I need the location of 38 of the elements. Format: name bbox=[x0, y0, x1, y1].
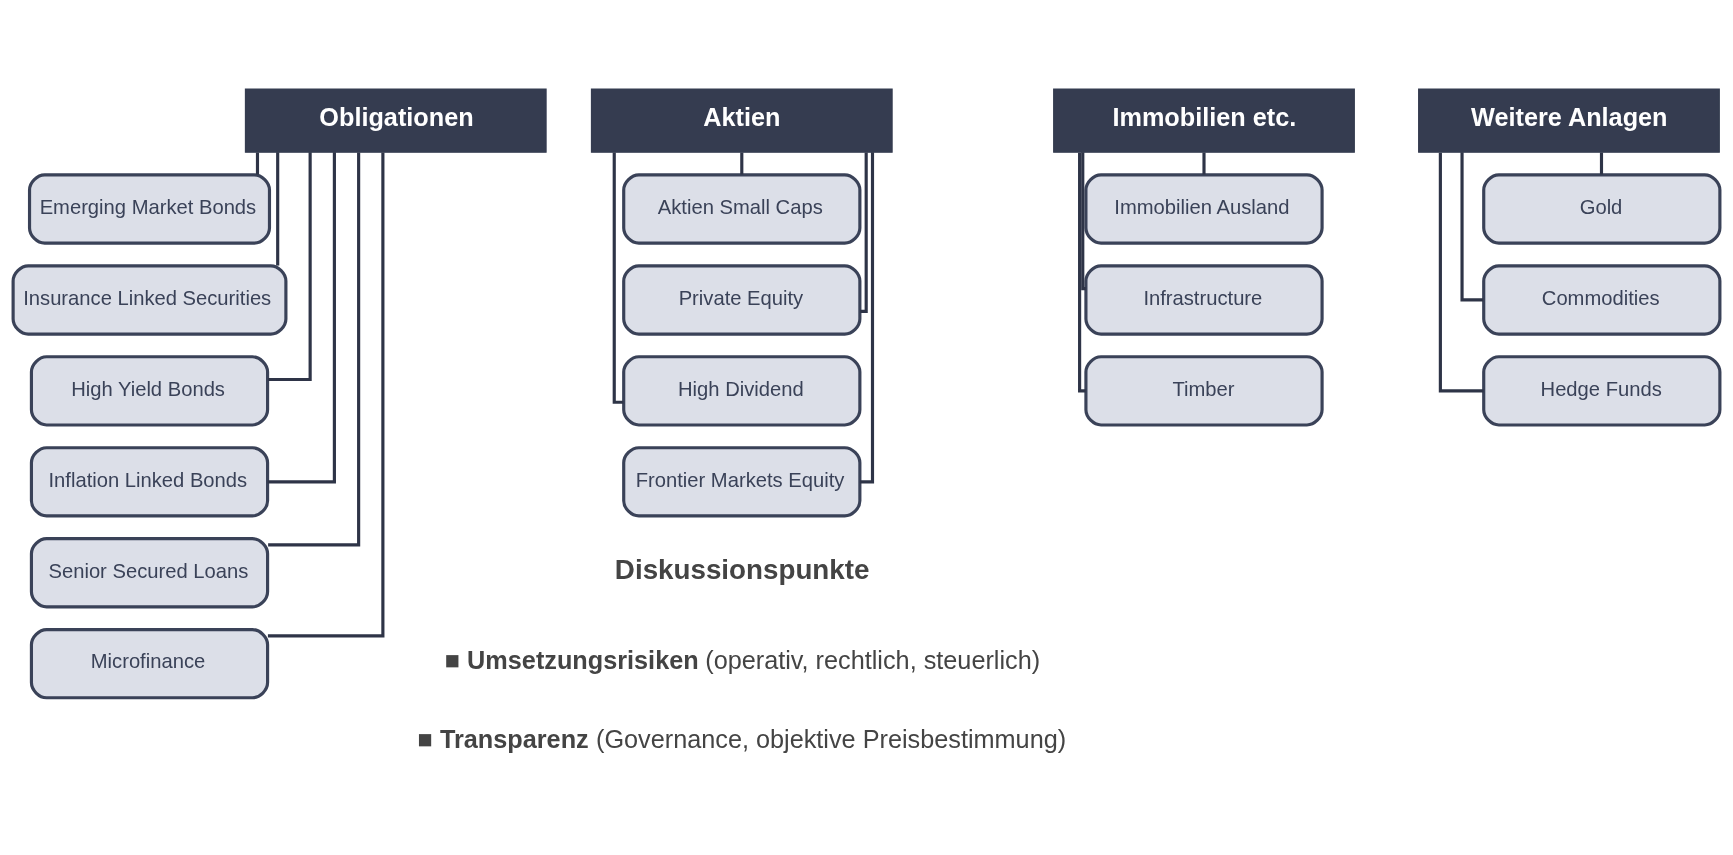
node-box: Senior Secured Loans bbox=[29, 537, 270, 609]
node-box: Inflation Linked Bonds bbox=[29, 446, 270, 518]
connector bbox=[1438, 152, 1484, 393]
connector bbox=[1202, 152, 1206, 175]
node-box: Insurance Linked Securities bbox=[11, 264, 288, 336]
connector bbox=[1599, 152, 1604, 175]
connector bbox=[1460, 152, 1484, 302]
node-box: Immobilien etc. bbox=[1053, 88, 1355, 153]
connector bbox=[267, 152, 336, 484]
label: ■ Transparenz (Governance, objektive Preisbestimmung) bbox=[417, 725, 1067, 754]
connector bbox=[740, 152, 744, 175]
node-box: Emerging Market Bonds bbox=[27, 173, 272, 245]
node-box: Private Equity bbox=[622, 264, 862, 336]
connector bbox=[268, 152, 361, 547]
node-box: Timber bbox=[1084, 355, 1324, 427]
node-box: Immobilien Ausland bbox=[1084, 173, 1324, 245]
connector bbox=[267, 152, 312, 382]
node-box: High Dividend bbox=[622, 355, 862, 427]
node-box: Weitere Anlagen bbox=[1418, 88, 1720, 153]
node-box: Hedge Funds bbox=[1482, 355, 1722, 427]
connector bbox=[267, 152, 385, 638]
label: Diskussionspunkte bbox=[614, 553, 870, 585]
node-box: Gold bbox=[1482, 173, 1722, 245]
node-box: Infrastructure bbox=[1084, 264, 1324, 336]
connector bbox=[1081, 152, 1086, 291]
connector bbox=[255, 152, 260, 175]
node-box: Commodities bbox=[1482, 264, 1722, 336]
node-box: Aktien Small Caps bbox=[622, 173, 862, 245]
node-box: High Yield Bonds bbox=[29, 355, 270, 427]
node-box: Microfinance bbox=[29, 627, 270, 700]
connector bbox=[276, 152, 280, 266]
label: ■ Umsetzungsrisiken (operativ, rechtlich, steuerlich) bbox=[444, 645, 1041, 674]
connector bbox=[859, 152, 875, 484]
node-box: Aktien bbox=[590, 88, 893, 153]
connector bbox=[612, 152, 624, 404]
node-box: Obligationen bbox=[244, 88, 547, 153]
connector bbox=[860, 152, 868, 313]
node-box: Frontier Markets Equity bbox=[622, 446, 862, 518]
